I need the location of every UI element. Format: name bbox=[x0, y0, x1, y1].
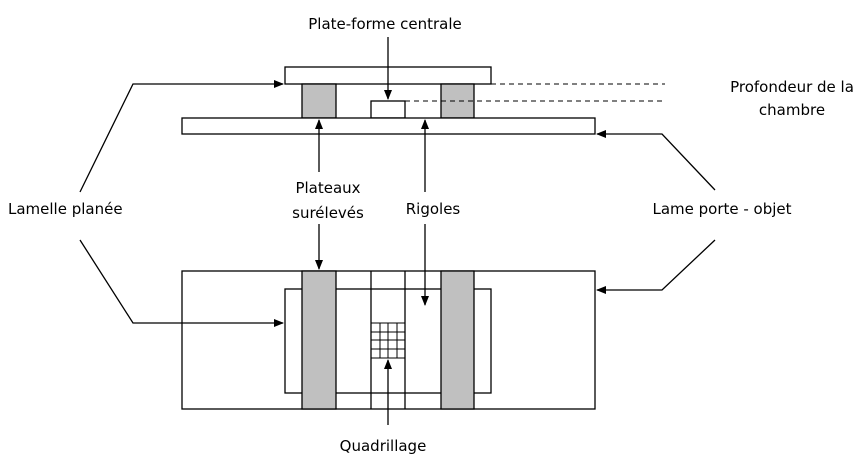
label-raised-plateaus-1: Plateaux bbox=[295, 179, 360, 197]
label-raised-plateaus-2: surélevés bbox=[292, 204, 364, 222]
label-chamber-depth-1: Profondeur de la bbox=[730, 78, 854, 96]
counting-grid bbox=[370, 322, 406, 359]
arrow-coverslip-top bbox=[79, 239, 284, 327]
top-view bbox=[181, 270, 596, 410]
side-central-platform bbox=[370, 100, 406, 119]
arrow-coverslip-side bbox=[79, 80, 284, 193]
label-slide: Lame porte - objet bbox=[652, 200, 791, 218]
top-plateau-left bbox=[301, 270, 337, 410]
arrows bbox=[79, 37, 716, 425]
label-central-platform: Plate-forme centrale bbox=[308, 15, 462, 33]
label-grooves: Rigoles bbox=[406, 200, 461, 218]
side-plateau-left bbox=[301, 83, 337, 119]
top-plateau-right bbox=[440, 270, 475, 410]
label-grid: Quadrillage bbox=[340, 437, 427, 455]
side-view bbox=[181, 66, 665, 135]
label-chamber-depth-2: chambre bbox=[759, 101, 825, 119]
side-slide bbox=[181, 117, 596, 135]
labels: Plate-forme centrale Profondeur de la ch… bbox=[8, 15, 854, 455]
label-coverslip: Lamelle planée bbox=[8, 200, 123, 218]
arrow-slide-top bbox=[596, 239, 716, 294]
arrow-slide-side bbox=[596, 130, 716, 191]
